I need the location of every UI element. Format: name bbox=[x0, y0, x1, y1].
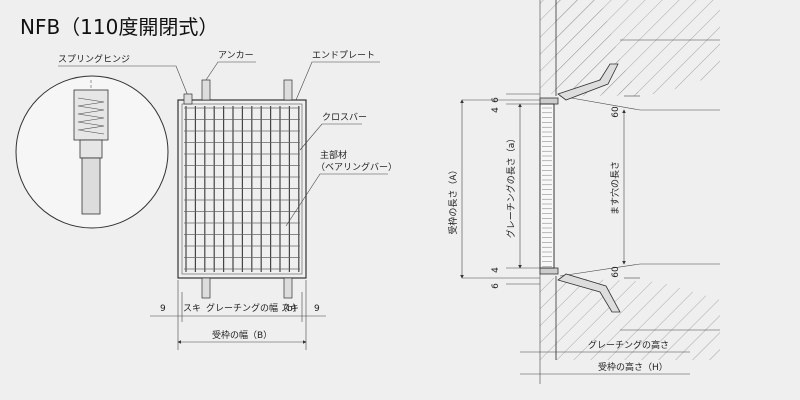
bottom-6-value: 6 bbox=[491, 283, 501, 289]
bearing-bars bbox=[185, 106, 300, 272]
top-60-value: 60 bbox=[611, 106, 621, 118]
anchor-label: アンカー bbox=[218, 50, 254, 61]
anchor-top-left bbox=[201, 79, 211, 101]
hole-length-label: ます穴の長さ bbox=[609, 161, 621, 215]
frame-height-label: 受枠の高さ（H） bbox=[598, 361, 668, 373]
cross-bars bbox=[184, 107, 300, 270]
gap-right-value: 9 bbox=[314, 304, 320, 314]
anchor-bottom-left bbox=[201, 277, 211, 299]
grating-width-label: グレーチングの幅（b） bbox=[206, 302, 302, 314]
grating-length-label: グレーチングの長さ（a） bbox=[505, 134, 517, 239]
anchor-top-right bbox=[283, 79, 293, 101]
anchor-leader bbox=[205, 61, 256, 81]
anchor-bottom-right bbox=[283, 277, 293, 299]
top-6-value: 6 bbox=[491, 97, 501, 103]
plan-dimensions bbox=[150, 280, 326, 350]
spring-hinge-leader bbox=[58, 65, 189, 97]
end-plate-label: エンドプレート bbox=[312, 50, 375, 61]
main-member-leader bbox=[285, 173, 388, 227]
bottom-4-value: 4 bbox=[491, 267, 501, 273]
spring-hinge-label: スプリングヒンジ bbox=[58, 53, 130, 65]
suki-left-label: スキ bbox=[183, 304, 201, 314]
grating-plan-view bbox=[177, 79, 307, 299]
suki-right-label: スキ bbox=[281, 304, 299, 314]
top-4-value: 4 bbox=[491, 107, 501, 113]
hinge-detail-circle bbox=[15, 75, 169, 229]
grating-height-label: グレーチングの高さ bbox=[588, 339, 669, 351]
bottom-60-value: 60 bbox=[611, 266, 621, 278]
cross-bar-label: クロスバー bbox=[322, 112, 367, 123]
drawing-title: NFB（110度開閉式） bbox=[20, 15, 218, 39]
gap-left-value: 9 bbox=[160, 304, 166, 314]
bearing-bar-label: （ベアリングバー） bbox=[316, 161, 397, 173]
main-member-label: 主部材 bbox=[320, 149, 347, 161]
end-plate-leader bbox=[295, 61, 380, 101]
grating-section-ticks bbox=[542, 107, 552, 267]
cross-bar-leader bbox=[299, 123, 362, 151]
section-dimensions bbox=[460, 93, 690, 384]
section-view bbox=[539, 0, 720, 360]
frame-width-label: 受枠の幅（B） bbox=[212, 329, 272, 341]
frame-length-label: 受枠の長さ（A） bbox=[447, 165, 459, 234]
